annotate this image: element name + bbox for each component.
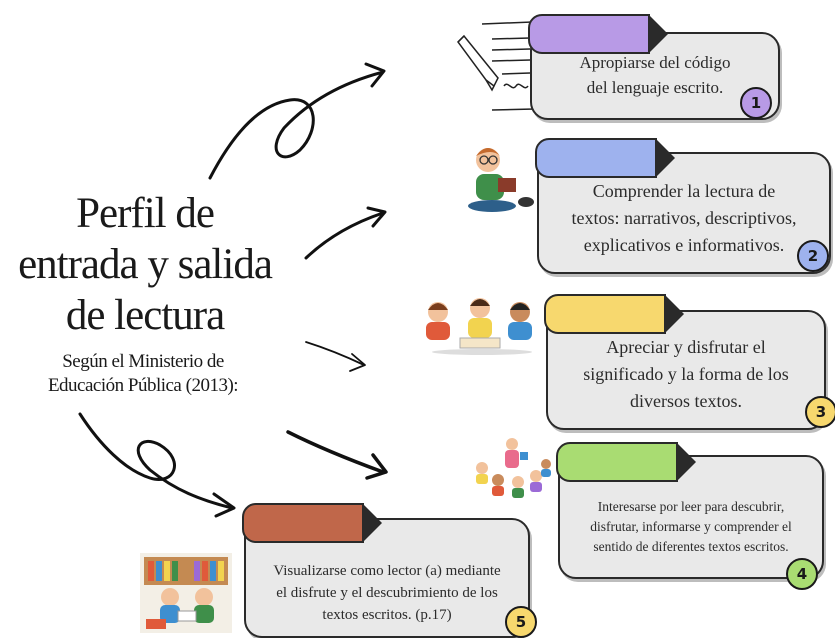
item-4-line-2: disfrutar, informarse y comprender el xyxy=(590,519,792,534)
kids-library-icon xyxy=(140,553,232,633)
main-title: Perfil de entrada y salida de lectura xyxy=(0,188,290,341)
item-card-5: Visualizarse como lector (a) mediante el… xyxy=(244,518,530,638)
item-1-number-badge: 1 xyxy=(740,87,772,119)
subtitle: Según el Ministerio de Educación Pública… xyxy=(8,350,278,398)
child-reading-book-icon xyxy=(468,148,534,212)
arrow-to-item-5 xyxy=(78,412,234,510)
arrow-to-item-2 xyxy=(304,211,385,260)
writing-paper-pen-icon xyxy=(457,21,535,111)
item-4-line-1: Interesarse por leer para descubrir, xyxy=(597,499,785,514)
item-3-tab xyxy=(544,294,684,334)
item-4-number-badge: 4 xyxy=(786,558,818,590)
item-1-line-2: del lenguaje escrito. xyxy=(586,78,724,97)
title-line-3: de lectura xyxy=(65,292,225,339)
item-5-number-badge: 5 xyxy=(505,606,537,638)
item-5-line-1: Visualizarse como lector (a) mediante xyxy=(273,563,501,579)
title-line-1: Perfil de xyxy=(76,190,215,237)
item-2-tab xyxy=(535,138,675,178)
arrow-to-item-3 xyxy=(305,341,365,366)
item-2-line-1: Comprender la lectura de xyxy=(592,181,776,201)
title-line-2: entrada y salida xyxy=(18,241,273,288)
subtitle-line-2: Educación Pública (2013): xyxy=(47,375,239,396)
item-5-line-2: el disfrute y el descubrimiento de los xyxy=(276,585,498,601)
item-2-number-badge: 2 xyxy=(797,240,829,272)
subtitle-line-1: Según el Ministerio de xyxy=(62,351,224,372)
item-5-line-3: textos escritos. (p.17) xyxy=(322,607,452,623)
item-4-line-3: sentido de diferentes textos escritos. xyxy=(593,539,789,554)
storytime-circle-icon xyxy=(476,438,551,498)
item-2-line-2: textos: narrativos, descriptivos, xyxy=(571,208,797,228)
item-1-line-1: Apropiarse del código xyxy=(579,53,731,72)
item-3-number-badge: 3 xyxy=(805,396,835,428)
item-3-line-3: diversos textos. xyxy=(630,391,742,411)
item-3-line-1: Apreciar y disfrutar el xyxy=(606,337,766,357)
item-3-line-2: significado y la forma de los xyxy=(583,364,789,384)
arrow-to-item-1 xyxy=(208,70,385,180)
item-1-tab xyxy=(528,14,668,54)
item-4-tab xyxy=(556,442,696,482)
children-group-reading-icon xyxy=(426,298,532,355)
item-5-tab xyxy=(242,503,382,543)
item-2-line-3: explicativos e informativos. xyxy=(583,235,785,255)
arrow-to-item-4 xyxy=(286,430,385,474)
